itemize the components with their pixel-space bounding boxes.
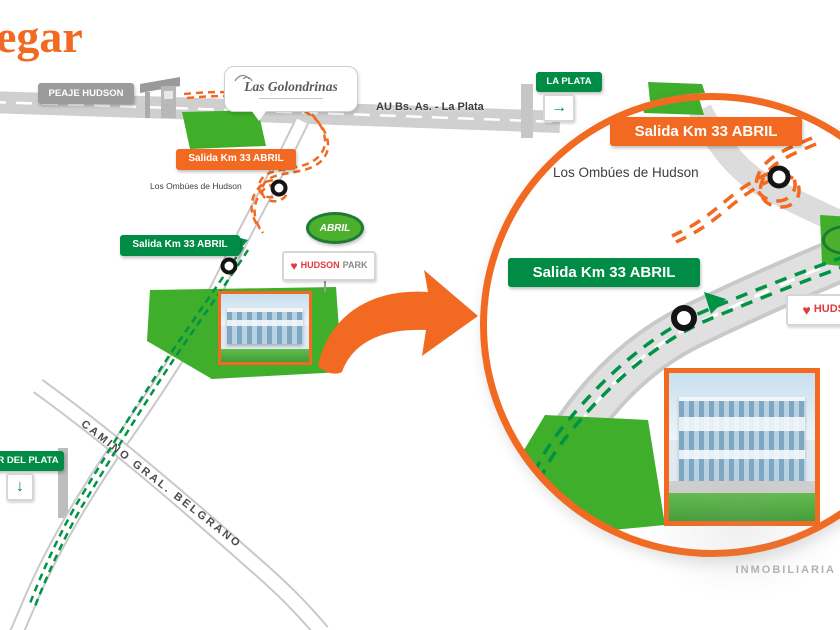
- green-area: [515, 415, 665, 535]
- page-title: egar: [0, 11, 83, 62]
- photo-walkway: [669, 481, 815, 495]
- photo-facade-band: [679, 417, 805, 431]
- zoom-hudson-park-word1: HUDSON: [813, 303, 840, 316]
- zoom-ombues-label: Los Ombúes de Hudson: [553, 165, 699, 180]
- zoom-exit-marker-dot: [767, 165, 791, 189]
- ombues-label: Los Ombúes de Hudson: [150, 181, 242, 191]
- route-dashed-green: [27, 246, 250, 610]
- zoom-route-arrowhead-green: [704, 292, 726, 314]
- building-photo-small: [218, 291, 312, 365]
- bubble-tail: [251, 110, 267, 121]
- watermark-text: INMOBILIARIA: [735, 564, 836, 576]
- exit-marker-dot: [270, 179, 288, 197]
- green-area: [640, 93, 704, 115]
- las-golondrinas-label: Las Golondrinas: [244, 78, 338, 94]
- la-plata-sign: LA PLATA: [536, 72, 602, 92]
- hudson-park-sign: ♥ HUDSON PARK: [282, 251, 376, 281]
- watermark-smudge: [640, 460, 840, 600]
- zoom-exit-km33-orange-sign: Salida Km 33 ABRIL: [610, 117, 802, 146]
- photo-lawn: [221, 349, 309, 362]
- photo-facade-band: [679, 449, 805, 459]
- exit-km33-green-sign: Salida Km 33 ABRIL: [120, 235, 240, 256]
- heart-icon: ♥: [290, 258, 298, 273]
- mar-del-plata-sign: R DEL PLATA: [0, 451, 64, 471]
- heart-icon: ♥: [802, 301, 811, 318]
- las-golondrinas-sign: Las Golondrinas: [224, 66, 358, 121]
- exit-road: [9, 117, 309, 630]
- building-photo-zoom: [664, 368, 820, 526]
- camino-belgrano-road: [33, 379, 329, 630]
- hudson-park-word2: PARK: [342, 260, 368, 271]
- zoom-hudson-park-sign: ♥ HUDSON: [786, 294, 840, 326]
- tagline-divider: [259, 97, 323, 100]
- exit-marker-dot: [220, 257, 238, 275]
- zoom-route-dashed-green: [526, 256, 840, 499]
- road-stub: [58, 448, 68, 518]
- abril-logo: ABRIL: [306, 212, 364, 244]
- zoom-route-dashed-orange: [671, 136, 817, 244]
- highway-centerline: [0, 101, 561, 124]
- zoom-exit-marker-dot: [671, 305, 697, 331]
- photo-building: [679, 396, 805, 483]
- highway-label: AU Bs. As. - La Plata: [376, 101, 484, 113]
- photo-facade-band: [227, 319, 303, 326]
- peaje-hudson-sign: PEAJE HUDSON: [38, 83, 134, 104]
- zoom-exit-km33-green-sign: Salida Km 33 ABRIL: [508, 258, 700, 287]
- swallow-icon: [234, 74, 253, 82]
- green-area: [182, 110, 266, 149]
- exit-km33-orange-sign: Salida Km 33 ABRIL: [176, 149, 296, 170]
- arrow-down-icon: ↓: [6, 473, 34, 501]
- zoom-circle: Salida Km 33 ABRIL Los Ombúes de Hudson …: [480, 93, 840, 557]
- toll-booth-icon: [140, 77, 180, 118]
- photo-lawn: [669, 492, 815, 521]
- hudson-park-word1: HUDSON: [300, 260, 340, 271]
